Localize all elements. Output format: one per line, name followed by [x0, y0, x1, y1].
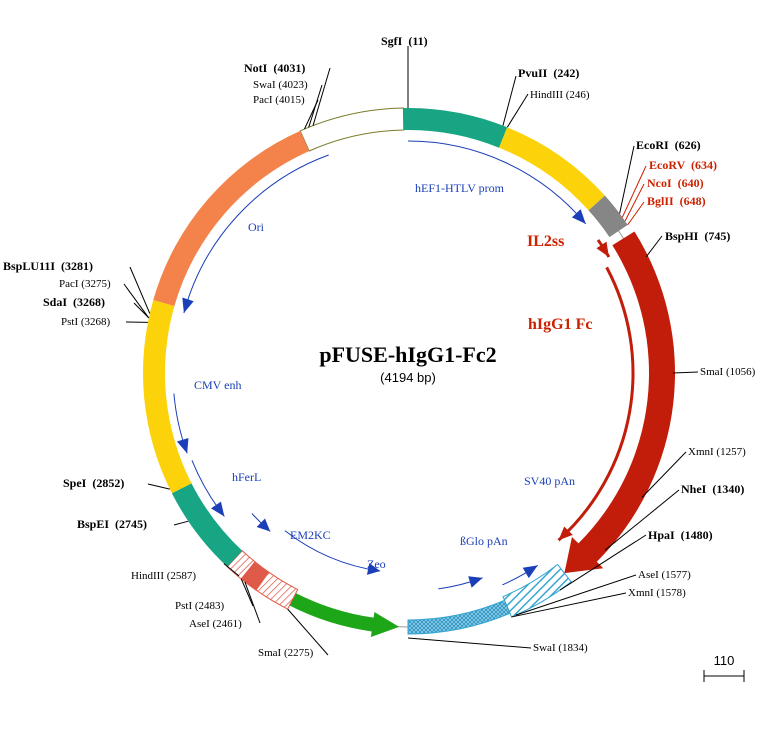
segment-bspei-promoter: [171, 483, 243, 567]
feature-label-il2ss: IL2ss: [527, 233, 564, 250]
site-label-psti-2483: PstI (2483): [175, 600, 225, 612]
site-label-hpai: HpaI (1480): [648, 528, 713, 542]
arrow-hef1: [407, 140, 587, 225]
leader-swai-1834: [407, 637, 532, 649]
leader-hindiii-2587: [223, 563, 240, 577]
feature-label-higg1: hIgG1 Fc: [528, 316, 592, 333]
segment-zeo: [289, 593, 400, 638]
arrow-em2kc-head: [256, 518, 271, 532]
segment-promoter: [403, 108, 508, 148]
leader-bsphi: [645, 235, 663, 258]
leader-paci-3275: [123, 283, 150, 319]
segment-hef1-yellow: [499, 127, 605, 211]
site-label-ecori: EcoRI (626): [636, 138, 701, 152]
feature-label-em2kc: EM2KC: [290, 528, 331, 542]
site-leader-lines: [123, 46, 699, 656]
scale-bar: 110: [703, 653, 745, 682]
leader-bspei: [173, 520, 189, 526]
arrow-bglo-pan-head: [468, 576, 483, 588]
feature-label-sv40: SV40 pAn: [524, 474, 575, 488]
site-label-asei-2461: AseI (2461): [189, 618, 242, 630]
feature-label-ori: Ori: [248, 220, 265, 234]
plasmid-size: (4194 bp): [380, 370, 436, 385]
leader-swai-4023: [308, 84, 323, 128]
site-label-xmni-1578: XmnI (1578): [628, 587, 686, 599]
leader-ncoi: [624, 183, 645, 222]
site-label-swai-1834: SwaI (1834): [533, 642, 588, 654]
leader-bglii: [627, 201, 645, 226]
leader-nhei: [604, 489, 680, 551]
feature-label-cmv: CMV enh: [194, 378, 241, 392]
site-label-ncoi: NcoI (640): [647, 176, 704, 190]
site-label-psti-3268: PstI (3268): [61, 316, 111, 328]
feature-label-zeo: Zeo: [367, 557, 386, 571]
leader-spei: [147, 483, 170, 490]
arrow-sv40-pan-head: [522, 565, 538, 579]
leader-asei-1577: [515, 574, 637, 616]
leader-sdai: [133, 302, 150, 319]
feature-segments: [143, 107, 675, 638]
site-label-bspei: BspEI (2745): [77, 517, 147, 531]
leader-xmni-1257: [641, 451, 687, 498]
feature-label-bglo: ßGlo pAn: [460, 534, 508, 548]
arrow-higg1-fc: [557, 266, 635, 542]
site-label-bsphi: BspHI (745): [665, 229, 730, 243]
scale-bar-label: 110: [714, 653, 735, 668]
arrow-zeo-head: [366, 563, 381, 575]
segment-backbone-light: [299, 107, 405, 152]
leader-psti-2483: [240, 578, 254, 607]
leader-noti: [312, 67, 331, 126]
site-label-noti: NotI (4031): [244, 61, 305, 75]
site-label-sdai: SdaI (3268): [43, 295, 105, 309]
site-label-smai-1056: SmaI (1056): [700, 366, 756, 378]
arrow-higg1-fc-head: [558, 526, 573, 541]
site-label-pvuii: PvuII (242): [518, 66, 579, 80]
feature-label-hferl: hFerL: [232, 470, 261, 484]
arrow-ori: [183, 154, 329, 314]
segment-gray: [588, 195, 628, 238]
site-label-asei-1577: AseI (1577): [638, 569, 691, 581]
leader-ecorv: [621, 165, 647, 218]
arrow-il2ss-head: [596, 241, 609, 257]
site-label-hindiii-2587: HindIII (2587): [131, 570, 196, 582]
site-label-bglii: BglII (648): [647, 194, 706, 208]
segment-sv40-hatch: [502, 563, 572, 618]
site-label-paci-4015: PacI (4015): [253, 94, 305, 106]
site-label-spei: SpeI (2852): [63, 476, 124, 490]
feature-label-hef1: hEF1-HTLV prom: [415, 181, 505, 195]
site-label-paci-3275: PacI (3275): [59, 278, 111, 290]
site-label-swai-4023: SwaI (4023): [253, 79, 308, 91]
site-label-sgfi: SgfI (11): [381, 34, 428, 48]
leader-xmni-1578: [511, 592, 627, 618]
site-label-xmni-1257: XmnI (1257): [688, 446, 746, 458]
site-label-smai-2275: SmaI (2275): [258, 647, 314, 659]
site-label-hindiii-246: HindIII (246): [530, 89, 590, 101]
leader-hpai: [559, 534, 647, 591]
leader-smai-2275: [287, 608, 329, 656]
arrow-hef1-head: [571, 209, 586, 224]
arrow-cmv-enh-head: [176, 438, 189, 454]
arrow-ori-head: [182, 297, 194, 313]
leader-asei-2461: [244, 581, 261, 624]
leader-bsplu11i: [129, 266, 151, 314]
arrow-hferl-head: [211, 501, 225, 517]
site-label-nhei: NheI (1340): [681, 482, 744, 496]
leader-ecori: [619, 145, 635, 214]
segment-bglo: [407, 599, 511, 635]
segment-spei-yellow: [143, 299, 192, 494]
segment-higg1-fc: [564, 231, 675, 574]
site-label-bsplu11i: BspLU11I (3281): [3, 259, 93, 273]
leader-hindiii-246: [506, 93, 529, 128]
leader-smai-1056: [672, 371, 699, 374]
site-label-ecorv: EcoRV (634): [649, 158, 717, 172]
inner-feature-arrows: [173, 140, 635, 590]
plasmid-title: pFUSE-hIgG1-Fc2: [319, 342, 496, 367]
segment-ori: [153, 130, 310, 307]
leader-pvuii: [502, 75, 517, 126]
